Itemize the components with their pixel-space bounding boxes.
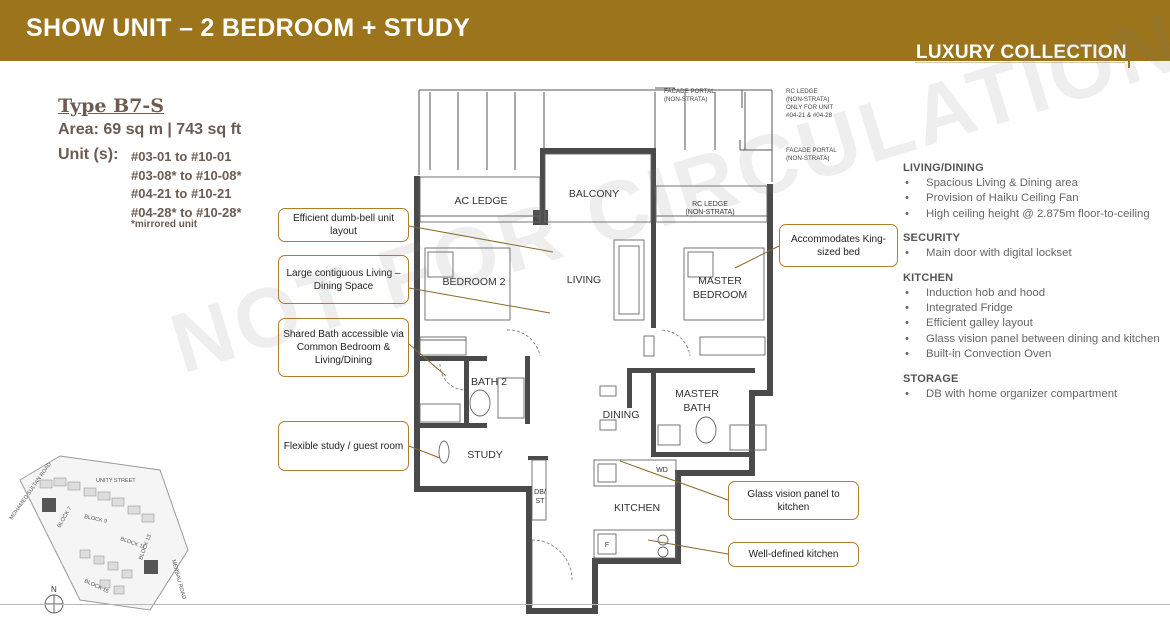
bath2-label: BATH 2	[471, 376, 507, 388]
living-label: LIVING	[567, 274, 601, 286]
feature-item: Efficient galley layout	[903, 316, 1168, 332]
feature-item: Induction hob and hood	[903, 286, 1168, 302]
unit-item: #04-21 to #10-21	[131, 186, 232, 201]
feature-item: Built-in Convection Oven	[903, 347, 1168, 363]
feature-item: Integrated Fridge	[903, 301, 1168, 317]
feature-section-kitchen: KITCHEN Induction hob and hood Integrate…	[903, 272, 1168, 363]
unit-type: Type B7-S	[58, 95, 164, 117]
site-block-9: BLOCK 9	[84, 514, 108, 525]
fridge-label: F	[605, 542, 609, 549]
ac-ledge-label: AC LEDGE	[454, 195, 507, 207]
feature-item: Main door with digital lockset	[903, 246, 1168, 262]
north-label: N	[51, 585, 57, 594]
bottom-rule	[0, 604, 1170, 605]
feature-item: Spacious Living & Dining area	[903, 176, 1168, 192]
collection-underline	[915, 62, 1125, 63]
db-label: DB/	[534, 489, 546, 496]
unit-list: #03-01 to #10-01 #03-08* to #10-08* #04-…	[131, 148, 242, 222]
feature-heading: LIVING/DINING	[903, 162, 984, 174]
facade-portal-right-2: (NON-STRATA)	[786, 155, 829, 162]
feature-heading: SECURITY	[903, 232, 961, 245]
facade-portal-right-1: FACADE PORTAL	[786, 147, 837, 154]
study-label: STUDY	[467, 449, 503, 461]
feature-heading: STORAGE	[903, 372, 959, 385]
callout-king-bed: Accommodates King-sized bed	[779, 224, 898, 267]
walls	[414, 148, 773, 614]
feature-section-security: SECURITY Main door with digital lockset	[903, 232, 1168, 262]
callout-leaders	[408, 225, 780, 555]
rc-ledge-sub: (NON-STRATA)	[685, 209, 734, 216]
facade-dimension-lines	[418, 87, 773, 182]
kitchen-label: KITCHEN	[614, 502, 660, 514]
feature-item: High ceiling height @ 2.875m floor-to-ce…	[903, 207, 1168, 223]
collection-label: LUXURY COLLECTION	[916, 42, 1127, 63]
callout-shared-bath: Shared Bath accessible via Common Bedroo…	[278, 318, 409, 377]
highlight-block-13	[144, 560, 158, 574]
callout-dumbbell: Efficient dumb-bell unit layout	[278, 208, 409, 242]
feature-heading: KITCHEN	[903, 271, 954, 284]
site-street-3: MERBAU ROAD	[170, 559, 186, 600]
callout-kitchen: Well-defined kitchen	[728, 542, 859, 567]
rc-ledge-note-1: RC LEDGE	[786, 88, 818, 95]
bedroom2-label: BEDROOM 2	[442, 276, 505, 288]
mirrored-note: *mirrored unit	[131, 219, 198, 230]
dining-label: DINING	[603, 409, 640, 421]
rc-ledge-note-2: (NON-STRATA)	[786, 96, 829, 103]
feature-item: Glass vision panel between dining and ki…	[903, 332, 1168, 348]
st-label: ST	[536, 498, 546, 505]
feature-section-storage: STORAGE DB with home organizer compartme…	[903, 372, 1168, 403]
master-bath-label-1: MASTER	[675, 388, 719, 400]
feature-item: Provision of Haiku Ceiling Fan	[903, 191, 1168, 207]
door-swings	[439, 329, 691, 581]
fixtures	[419, 153, 768, 606]
rc-ledge-label: RC LEDGE	[692, 201, 728, 208]
facade-portal-top-1: FACADE PORTAL	[664, 88, 715, 95]
units-label: Unit (s):	[58, 146, 119, 163]
callout-study: Flexible study / guest room	[278, 421, 409, 471]
master-bedroom-label-1: MASTER	[698, 275, 742, 287]
unit-item: #04-28* to #10-28*	[131, 204, 242, 220]
rc-ledge-note-3: ONLY FOR UNIT	[786, 104, 833, 111]
unit-item: #03-08* to #10-08*	[131, 167, 242, 183]
site-plan: UNITY STREET MOHAMED SULTAN ROAD MERBAU …	[9, 455, 189, 614]
callout-contiguous: Large contiguous Living – Dining Space	[278, 255, 409, 304]
master-bath-label-2: BATH	[683, 402, 710, 414]
unit-item: #03-01 to #10-01	[131, 149, 232, 164]
rc-ledge-note-4: #04-21 & #04-28	[786, 112, 833, 119]
feature-section-living: LIVING/DINING Spacious Living & Dining a…	[903, 162, 1168, 223]
right-rule	[1128, 58, 1130, 68]
callout-glass-panel: Glass vision panel to kitchen	[728, 481, 859, 520]
page-title: SHOW UNIT – 2 BEDROOM + STUDY	[26, 14, 471, 42]
balcony-label: BALCONY	[569, 188, 619, 200]
features-panel: LIVING/DINING Spacious Living & Dining a…	[903, 162, 1168, 412]
site-street-1: UNITY STREET	[96, 478, 136, 484]
feature-item: DB with home organizer compartment	[903, 387, 1168, 403]
wd-label: WD	[656, 467, 668, 474]
facade-portal-top-2: (NON-STRATA)	[664, 96, 707, 103]
master-bedroom-label-2: BEDROOM	[693, 289, 747, 301]
highlight-block-7	[42, 498, 56, 512]
unit-area: Area: 69 sq m | 743 sq ft	[58, 121, 242, 138]
site-blocks	[39, 477, 155, 595]
header-bar	[0, 0, 1170, 61]
